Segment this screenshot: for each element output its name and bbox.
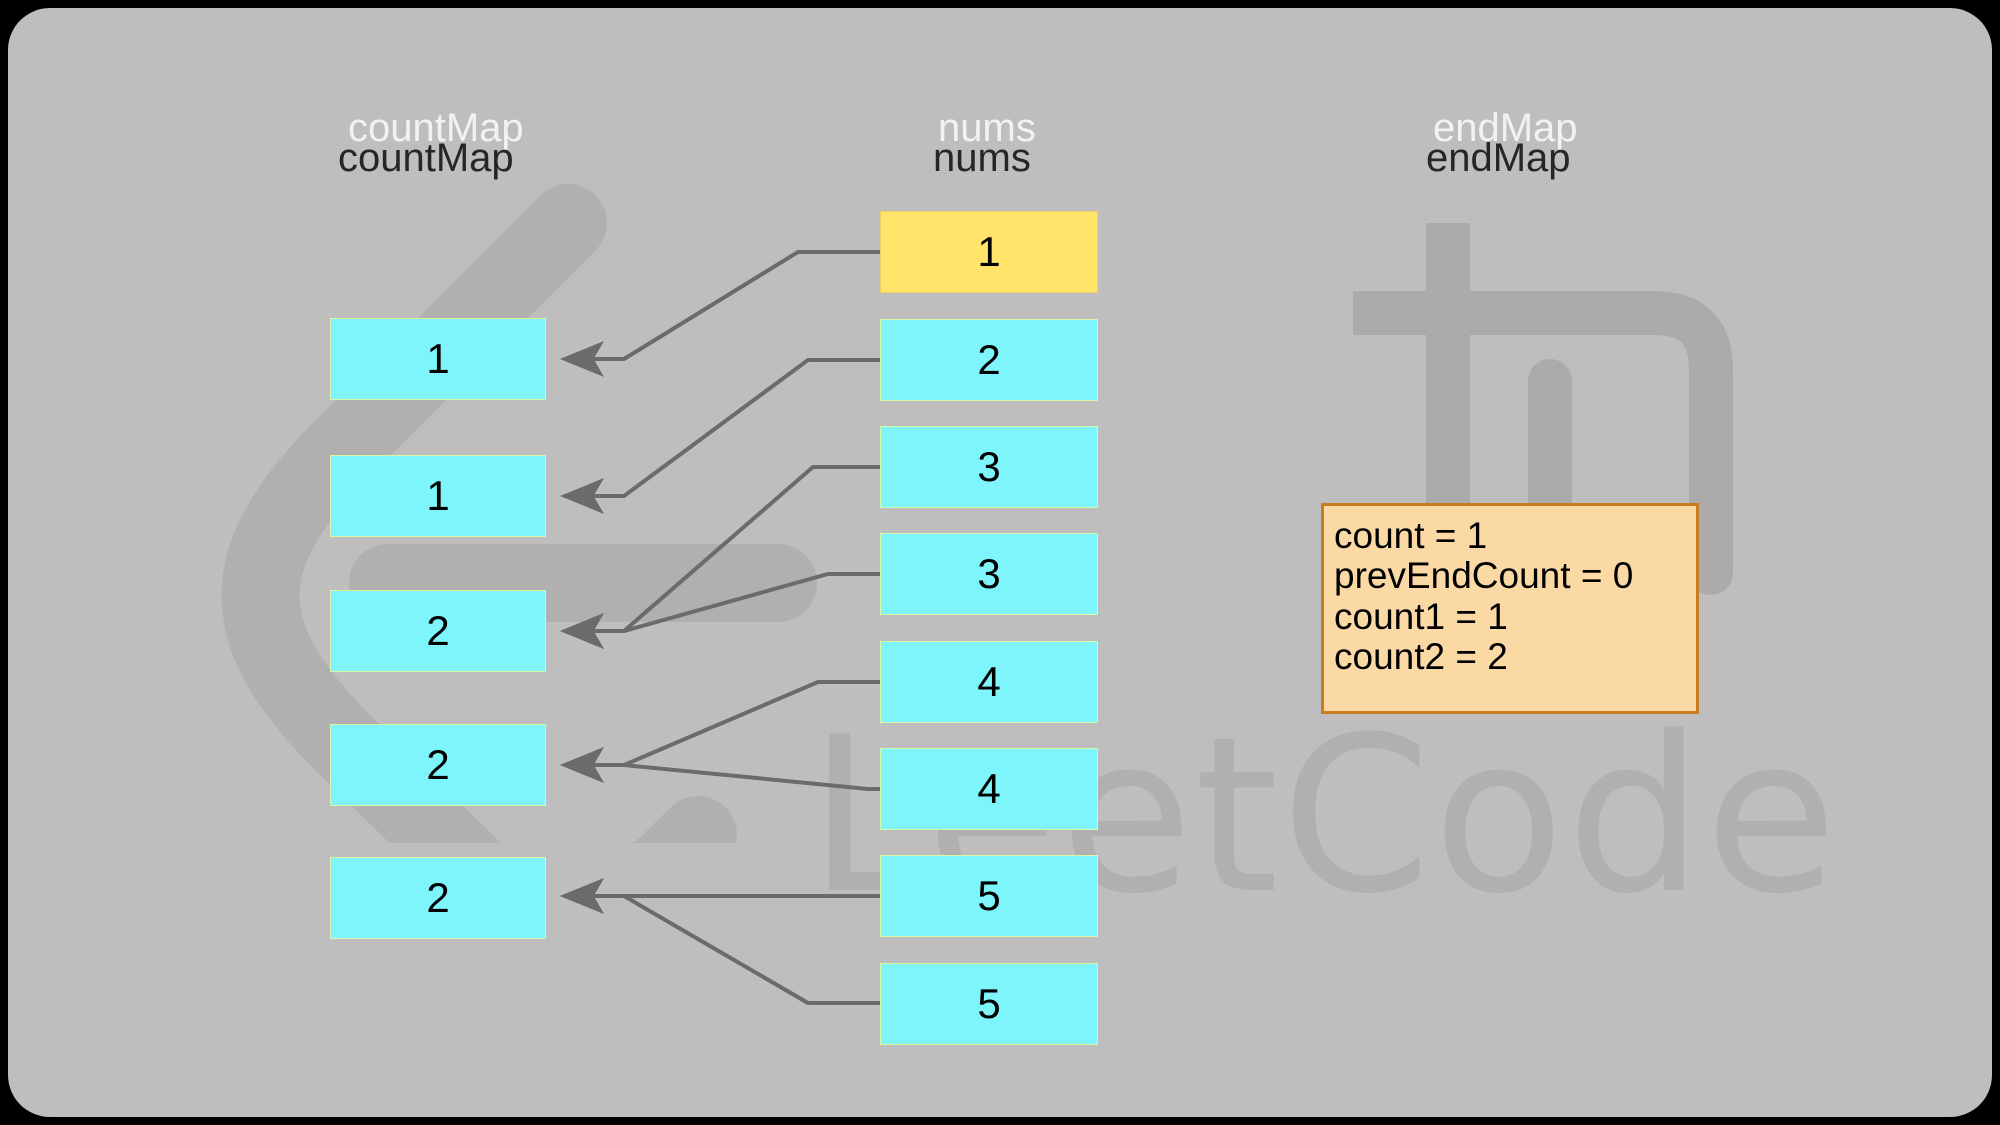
variable-line-prevendcount: prevEndCount = 0 xyxy=(1334,555,1634,597)
nums-cell-2[interactable]: 3 xyxy=(880,426,1098,508)
countmap-cell-3[interactable]: 2 xyxy=(330,724,546,806)
nums-cell-4[interactable]: 4 xyxy=(880,641,1098,723)
column-title-nums: nums xyxy=(933,136,1031,180)
column-title-nums-ghost: nums xyxy=(938,106,1036,150)
countmap-cell-4[interactable]: 2 xyxy=(330,857,546,939)
variable-line-count: count = 1 xyxy=(1334,515,1488,556)
nums-cell-7[interactable]: 5 xyxy=(880,963,1098,1045)
variable-line-count1: count1 = 1 xyxy=(1334,595,1508,637)
nums-cell-5[interactable]: 4 xyxy=(880,748,1098,830)
nums-cell-3[interactable]: 3 xyxy=(880,533,1098,615)
column-title-countmap-ghost: countMap xyxy=(348,106,524,150)
variables-panel: count = 1 prevEndCount = 0 count1 = 1 co… xyxy=(1321,503,1699,714)
column-title-endmap: endMap xyxy=(1426,136,1571,180)
countmap-cell-1[interactable]: 1 xyxy=(330,455,546,537)
nums-cell-1[interactable]: 2 xyxy=(880,319,1098,401)
nums-cell-6[interactable]: 5 xyxy=(880,855,1098,937)
variable-line-count2: count2 = 2 xyxy=(1334,635,1508,677)
column-title-countmap: countMap xyxy=(338,136,514,180)
nums-cell-0[interactable]: 1 xyxy=(880,211,1098,293)
countmap-cell-2[interactable]: 2 xyxy=(330,590,546,672)
countmap-cell-0[interactable]: 1 xyxy=(330,318,546,400)
column-title-endmap-ghost: endMap xyxy=(1433,106,1578,150)
diagram-canvas: LeetCode countMap countMap nums nums end… xyxy=(8,8,1992,1117)
